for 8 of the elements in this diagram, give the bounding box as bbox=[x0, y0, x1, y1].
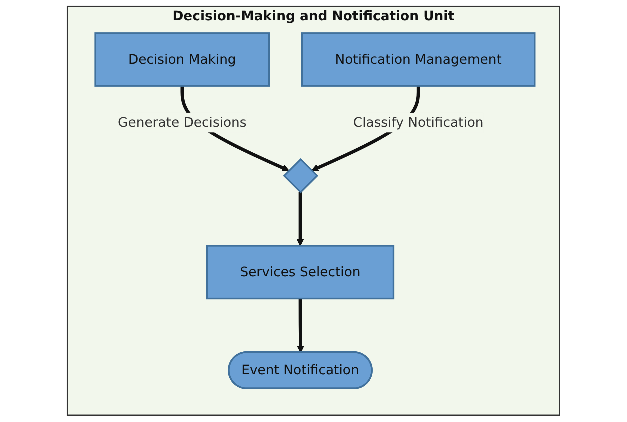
arrow bbox=[296, 192, 304, 246]
node-box: Decision Making bbox=[94, 32, 270, 87]
edge-label: Generate Decisions bbox=[118, 114, 247, 130]
node-box: Services Selection bbox=[206, 245, 394, 300]
node-diamond bbox=[283, 158, 318, 194]
node-box: Notification Management bbox=[301, 32, 536, 87]
arrow bbox=[297, 298, 304, 354]
edge-label: Classify Notification bbox=[353, 114, 484, 130]
